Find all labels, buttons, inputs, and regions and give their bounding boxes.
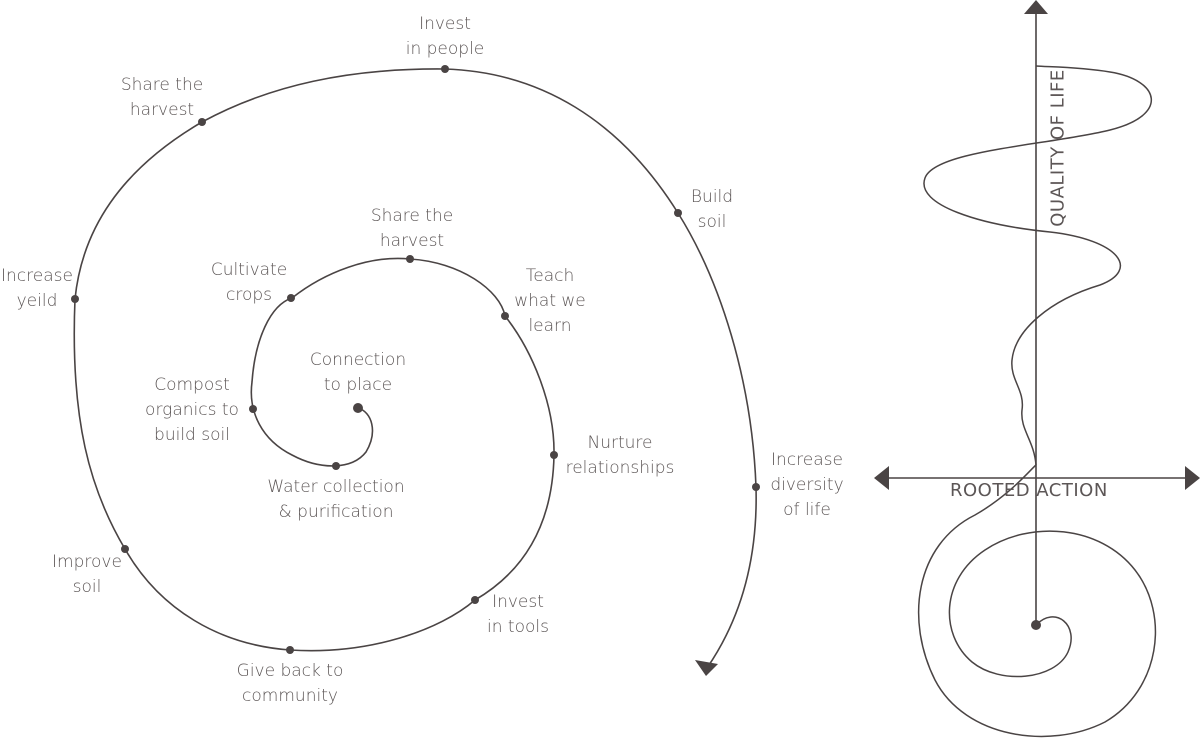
- label-line: Water collection: [267, 477, 405, 497]
- point-nurture: [550, 451, 558, 459]
- label-line: Invest: [492, 592, 544, 612]
- label-teach: Teach what we learn: [514, 264, 586, 339]
- label-line: Increase: [771, 450, 843, 470]
- label-build-soil: Build soil: [691, 185, 733, 235]
- label-line: Share the: [120, 75, 204, 95]
- label-line: Build: [690, 187, 734, 207]
- spiral-arrowhead: [695, 660, 718, 676]
- label-share-harvest-outer: Share the harvest: [121, 73, 203, 123]
- point-water: [332, 462, 340, 470]
- label-line: learn: [528, 316, 572, 336]
- label-line: Connection: [309, 350, 407, 370]
- label-line: Compost: [154, 375, 230, 395]
- label-line: soil: [72, 577, 102, 597]
- label-nurture: Nurture relationships: [566, 431, 675, 481]
- label-line: organics to: [145, 400, 239, 420]
- label-line: Teach: [525, 266, 575, 286]
- label-line: Increase: [1, 266, 73, 286]
- rooted-spiral: [917, 464, 1157, 738]
- spiral-start-point: [353, 403, 363, 413]
- label-water-collection: Water collection & purification: [267, 475, 404, 525]
- label-line: Cultivate: [210, 260, 288, 280]
- label-invest-people: Invest in people: [406, 12, 485, 62]
- rooted-origin-point: [1031, 620, 1041, 630]
- label-share-harvest-inner: Share the harvest: [371, 204, 453, 254]
- label-connection-to-place: Connection to place: [310, 348, 406, 398]
- label-line: yeild: [16, 291, 58, 311]
- label-line: diversity: [770, 475, 844, 495]
- label-line: Share the: [370, 206, 454, 226]
- label-line: in people: [405, 39, 485, 59]
- label-invest-tools: Invest in tools: [487, 590, 549, 640]
- label-improve-soil: Improve soil: [52, 550, 122, 600]
- point-build-soil: [674, 209, 682, 217]
- quality-wave: [923, 65, 1153, 466]
- point-share-inner: [406, 255, 414, 263]
- point-improve-soil: [121, 545, 129, 553]
- label-line: Nurture: [587, 433, 653, 453]
- point-compost: [249, 405, 257, 413]
- label-line: harvest: [129, 100, 195, 120]
- label-cultivate-crops: Cultivate crops: [211, 258, 287, 308]
- growth-spiral: [73, 68, 757, 669]
- point-increase-yield: [71, 295, 79, 303]
- point-share-outer: [198, 118, 206, 126]
- label-line: build soil: [154, 425, 230, 445]
- label-line: soil: [697, 212, 727, 232]
- label-line: in tools: [487, 617, 549, 637]
- point-invest-tools: [471, 596, 479, 604]
- label-line: relationships: [565, 458, 675, 478]
- x-axis-arrow-left: [874, 466, 889, 490]
- label-line: of life: [783, 500, 831, 520]
- label-line: Give back to: [236, 661, 344, 681]
- y-axis-label: QUALITY OF LIFE: [1047, 69, 1069, 227]
- y-axis-arrowhead: [1024, 0, 1048, 14]
- label-line: Invest: [419, 14, 471, 34]
- label-increase-diversity: Increase diversity of life: [770, 448, 843, 523]
- x-axis-arrow-right: [1185, 466, 1200, 490]
- point-increase-diversity: [752, 483, 760, 491]
- point-cultivate: [287, 294, 295, 302]
- label-line: crops: [225, 285, 273, 305]
- label-increase-yield: Increase yeild: [1, 264, 73, 314]
- label-line: community: [242, 686, 338, 706]
- label-line: & purification: [278, 502, 394, 522]
- label-line: to place: [323, 375, 393, 395]
- label-line: what we: [514, 291, 586, 311]
- x-axis-label: ROOTED ACTION: [950, 480, 1108, 501]
- point-teach: [501, 312, 509, 320]
- label-give-back: Give back to community: [237, 659, 344, 709]
- label-line: Improve: [52, 552, 122, 572]
- label-compost-organics: Compost organics to build soil: [145, 373, 239, 448]
- label-line: harvest: [379, 231, 445, 251]
- point-invest-people: [441, 65, 449, 73]
- point-give-back: [286, 646, 294, 654]
